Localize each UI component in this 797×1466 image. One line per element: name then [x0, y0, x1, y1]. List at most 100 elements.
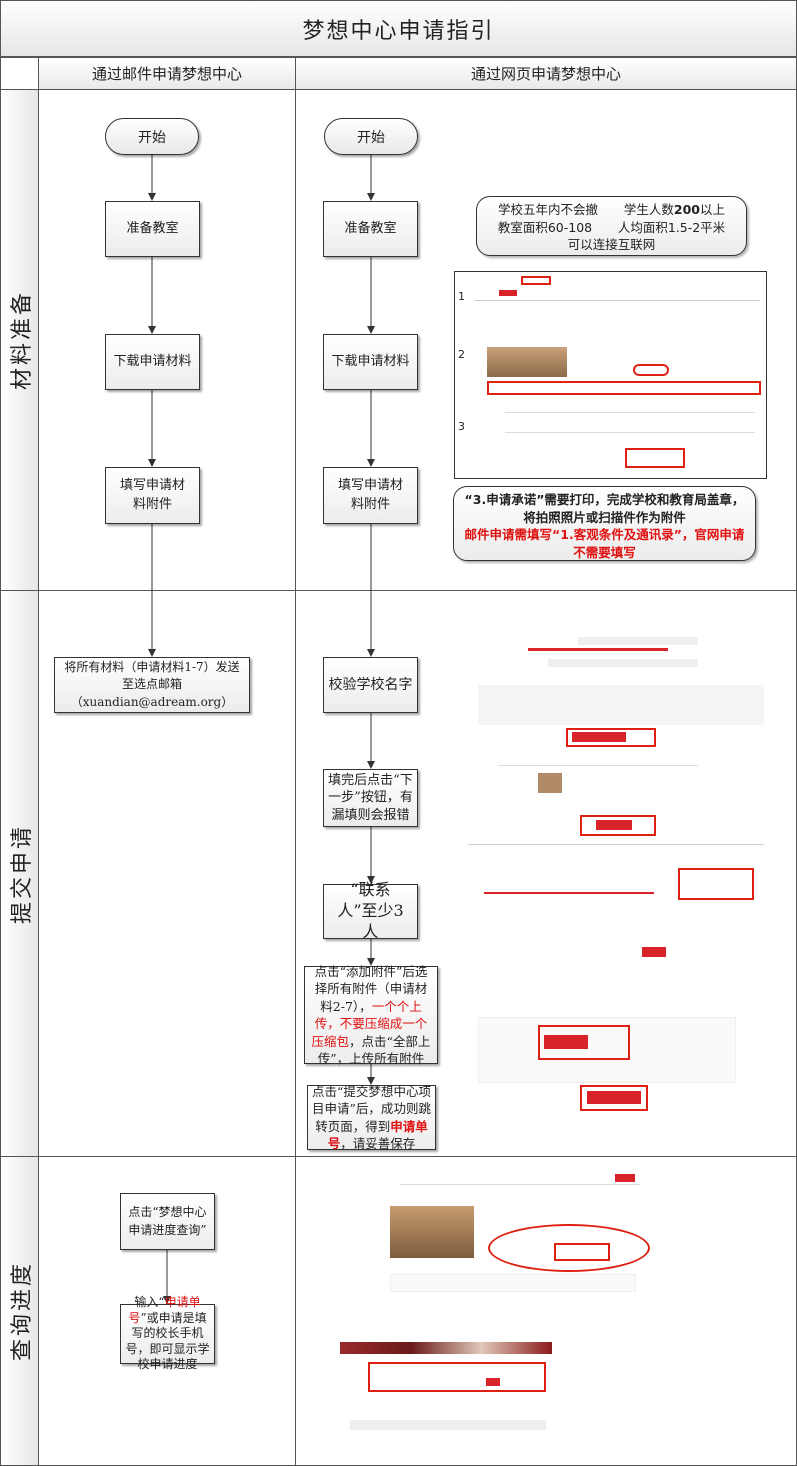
web-download-text: 下载申请材料 — [331, 353, 410, 369]
add-attachment-button — [544, 1035, 588, 1049]
start-fill-button — [572, 732, 626, 742]
web-download: 下载申请材料 — [323, 334, 418, 390]
email-fill-text: 填写申请材料附件 — [119, 477, 185, 512]
web-fill-text: 填写申请材料附件 — [337, 477, 403, 512]
email-download: 下载申请材料 — [105, 334, 200, 390]
web-next-step-text: 填完后点击“下一步”按钮，有漏填则会报错 — [328, 772, 413, 823]
conditions-line-1b-num: 200 — [673, 202, 700, 217]
logo-mark — [499, 290, 517, 296]
step-label-1: 1 — [458, 290, 465, 303]
query-input-text-2: ”或申请是填写的校长手机号，即可显示学校申请进度 — [125, 1310, 210, 1372]
conditions-line-1: 学校五年内不会撤 学生人数200以上 — [485, 201, 738, 219]
nav-highlight — [521, 276, 551, 285]
column-header-web-text: 通过网页申请梦想中心 — [470, 65, 621, 83]
website-screenshot-query — [340, 1170, 650, 1440]
email-prepare-room-text: 准备教室 — [126, 220, 179, 236]
query-banner — [390, 1206, 474, 1258]
query-input-text-red: 申请单号 — [128, 1295, 201, 1325]
prev-next-buttons — [642, 947, 666, 957]
download-highlight — [633, 364, 669, 376]
conditions-line-2a: 教室面积60-108 — [497, 219, 593, 235]
web-prepare-room-text: 准备教室 — [344, 220, 397, 236]
info-panel — [478, 685, 764, 725]
email-start-node: 开始 — [105, 118, 199, 155]
email-fill: 填写申请材料附件 — [105, 467, 200, 524]
conditions-line-1b-tail: 以上 — [700, 202, 726, 217]
region-select — [548, 659, 698, 667]
web-submit-text: 点击“提交梦想中心项目申请”后，成功则跳转页面，得到申请单号，请妥善保存 — [312, 1083, 431, 1153]
web-attach: 点击“添加附件”后选择所有附件（申请材料2-7），一个个上传，不要压缩成一个压缩… — [304, 964, 438, 1066]
next-button — [596, 820, 632, 830]
query-button-highlight — [554, 1243, 610, 1261]
final-submit-highlight — [580, 1085, 648, 1111]
web-prepare-room: 准备教室 — [323, 201, 418, 257]
query-nav-bar — [400, 1184, 640, 1185]
attachment-highlight — [625, 448, 685, 468]
pledge-note-red: 邮件申请需填写“1.客观条件及通讯录”，官网申请不需要填写 — [464, 527, 745, 560]
website-screenshot-download: 1 2 3 — [454, 271, 767, 479]
email-start-text: 开始 — [138, 129, 166, 146]
web-verify: 校验学校名字 — [323, 657, 418, 713]
conditions-line-2: 教室面积60-108 人均面积1.5-2平米 — [485, 219, 738, 237]
stats-bar — [487, 381, 761, 395]
page-title: 梦想中心申请指引 — [0, 0, 797, 57]
web-start-node: 开始 — [324, 118, 418, 155]
pledge-note-black: “3.申请承诺”需要打印，完成学校和教育局盖章，将拍照照片或扫描件作为附件 — [464, 492, 745, 525]
form-row-1 — [498, 765, 698, 766]
title-text: 梦想中心申请指引 — [302, 18, 495, 44]
form-thumbnail — [538, 773, 562, 793]
web-submit-text-red: 申请单号 — [327, 1118, 428, 1152]
column-header-email: 通过邮件申请梦想中心 — [38, 57, 296, 90]
web-contacts-text: “联系人”至少3人 — [337, 880, 404, 941]
start-fill-button-highlight — [566, 728, 656, 747]
divider — [468, 844, 764, 845]
add-contact-highlight — [678, 868, 754, 900]
web-contacts: “联系人”至少3人 — [323, 880, 418, 941]
query-input-text: 输入“申请单号”或申请是填写的校长手机号，即可显示学校申请进度 — [125, 1295, 210, 1373]
query-click-node: 点击“梦想中心申请进度查询” — [120, 1193, 215, 1250]
query-stats-bar — [390, 1274, 636, 1292]
column-header-email-text: 通过邮件申请梦想中心 — [91, 65, 242, 83]
form-line-2 — [505, 432, 755, 433]
add-attachment-highlight — [538, 1025, 630, 1060]
email-prepare-room: 准备教室 — [105, 201, 200, 257]
form-line-1 — [505, 412, 755, 413]
conditions-line-1a: 学校五年内不会撤 — [497, 202, 598, 217]
next-button-highlight — [580, 815, 656, 836]
web-next-step: 填完后点击“下一步”按钮，有漏填则会报错 — [323, 769, 418, 827]
email-download-text: 下载申请材料 — [113, 353, 192, 369]
query-photo-strip — [340, 1342, 552, 1354]
query-input-node: 输入“申请单号”或申请是填写的校长手机号，即可显示学校申请进度 — [120, 1295, 215, 1371]
contact-warning — [484, 892, 654, 894]
website-screenshot-submit — [468, 615, 764, 1085]
query-nav-button — [615, 1174, 635, 1182]
step-label-2: 2 — [458, 348, 465, 361]
lane-header-query: 查询进度 — [0, 1156, 39, 1466]
web-attach-text: 点击“添加附件”后选择所有附件（申请材料2-7），一个个上传，不要压缩成一个压缩… — [309, 963, 433, 1068]
email-send: 将所有材料（申请材料1-7）发送至选点邮箱（xuandian@adream.or… — [54, 657, 250, 713]
query-progress-highlight — [488, 1224, 650, 1272]
web-attach-text-1: 点击“添加附件”后选择所有附件（申请材料2-7）， — [314, 963, 428, 1014]
final-submit-button — [587, 1091, 641, 1104]
nav-bar-line — [475, 300, 760, 301]
web-start-text: 开始 — [357, 129, 385, 146]
web-fill: 填写申请材料附件 — [323, 467, 418, 524]
web-submit-text-2: ，请妥善保存 — [340, 1136, 416, 1151]
web-submit: 点击“提交梦想中心项目申请”后，成功则跳转页面，得到申请单号，请妥善保存 — [307, 1083, 436, 1153]
query-input-text-1: 输入“ — [134, 1295, 165, 1310]
conditions-line-1b-text: 学生人数 — [623, 202, 674, 217]
step-label-3: 3 — [458, 420, 465, 433]
web-submit-text-1: 点击“提交梦想中心项目申请”后，成功则跳转页面，得到 — [312, 1083, 431, 1134]
warning-text — [528, 648, 668, 651]
query-result-row — [350, 1420, 546, 1430]
web-verify-text: 校验学校名字 — [328, 676, 413, 693]
conditions-line-2b: 人均面积1.5-2平米 — [617, 219, 726, 235]
banner-image — [487, 347, 567, 377]
query-input-highlight — [368, 1362, 546, 1392]
pledge-note: “3.申请承诺”需要打印，完成学校和教育局盖章，将拍照照片或扫描件作为附件 邮件… — [453, 486, 756, 561]
query-click-text: 点击“梦想中心申请进度查询” — [128, 1205, 207, 1237]
conditions-line-1b: 学生人数200以上 — [624, 201, 725, 219]
conditions-line-3: 可以连接互联网 — [567, 237, 656, 252]
school-name-field — [578, 637, 698, 645]
